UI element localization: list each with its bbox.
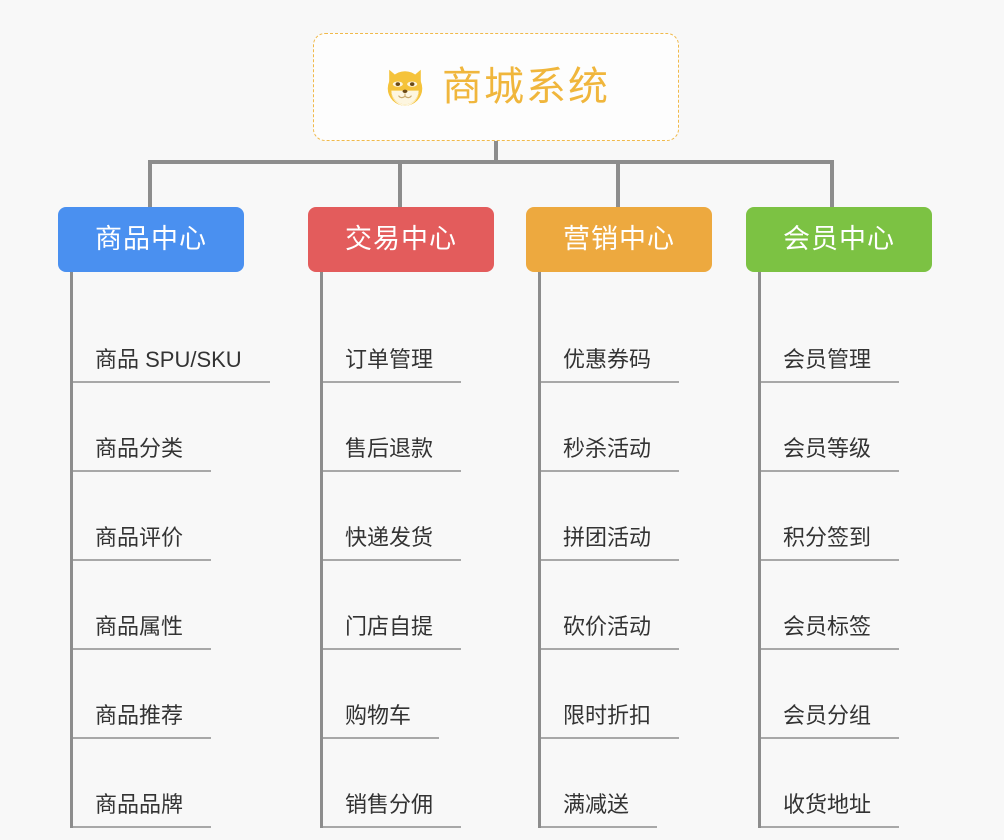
list-item[interactable]: 订单管理 <box>323 294 538 383</box>
leaf-label: 砍价活动 <box>541 614 680 650</box>
category-node-member-center[interactable]: 会员中心 <box>746 207 932 272</box>
leaf-label: 商品推荐 <box>73 703 212 739</box>
connector-root-stem <box>494 141 498 163</box>
leaf-label: 商品 SPU/SKU <box>73 347 270 383</box>
leaf-label: 收货地址 <box>761 792 900 828</box>
leaf-label: 门店自提 <box>323 614 462 650</box>
leaf-label: 积分签到 <box>761 525 900 561</box>
list-item[interactable]: 秒杀活动 <box>541 383 756 472</box>
list-item[interactable]: 销售分佣 <box>323 739 538 828</box>
leaf-label: 会员等级 <box>761 436 900 472</box>
category-label: 会员中心 <box>783 224 895 254</box>
category-node-trade-center[interactable]: 交易中心 <box>308 207 494 272</box>
leaf-label: 销售分佣 <box>323 792 462 828</box>
leaf-label: 满减送 <box>541 792 658 828</box>
category-node-product-center[interactable]: 商品中心 <box>58 207 244 272</box>
connector-drop-marketing-center <box>616 160 620 208</box>
leaf-list-marketing-center: 优惠券码 秒杀活动 拼团活动 砍价活动 限时折扣 满减送 <box>538 272 756 828</box>
leaf-label: 优惠券码 <box>541 347 680 383</box>
branch-product-center: 商品中心 商品 SPU/SKU 商品分类 商品评价 商品属性 商品推荐 商品品牌 <box>58 207 288 828</box>
leaf-label: 拼团活动 <box>541 525 680 561</box>
leaf-label: 商品属性 <box>73 614 212 650</box>
list-item[interactable]: 砍价活动 <box>541 561 756 650</box>
root-node[interactable]: 商城系统 <box>313 33 679 141</box>
list-item[interactable]: 会员管理 <box>761 294 976 383</box>
branch-marketing-center: 营销中心 优惠券码 秒杀活动 拼团活动 砍价活动 限时折扣 满减送 <box>526 207 756 828</box>
leaf-label: 会员分组 <box>761 703 900 739</box>
category-label: 商品中心 <box>95 224 207 254</box>
connector-drop-trade-center <box>398 160 402 208</box>
list-item[interactable]: 会员标签 <box>761 561 976 650</box>
leaf-label: 秒杀活动 <box>541 436 680 472</box>
root-title: 商城系统 <box>442 65 610 109</box>
leaf-label: 商品品牌 <box>73 792 212 828</box>
list-item[interactable]: 收货地址 <box>761 739 976 828</box>
category-label: 交易中心 <box>345 224 457 254</box>
category-label: 营销中心 <box>563 224 675 254</box>
leaf-label: 售后退款 <box>323 436 462 472</box>
list-item[interactable]: 商品分类 <box>73 383 288 472</box>
list-item[interactable]: 满减送 <box>541 739 756 828</box>
leaf-list-member-center: 会员管理 会员等级 积分签到 会员标签 会员分组 收货地址 <box>758 272 976 828</box>
list-item[interactable]: 商品推荐 <box>73 650 288 739</box>
list-item[interactable]: 商品品牌 <box>73 739 288 828</box>
leaf-list-product-center: 商品 SPU/SKU 商品分类 商品评价 商品属性 商品推荐 商品品牌 <box>70 272 288 828</box>
leaf-label: 会员标签 <box>761 614 900 650</box>
list-item[interactable]: 购物车 <box>323 650 538 739</box>
list-item[interactable]: 会员等级 <box>761 383 976 472</box>
list-item[interactable]: 优惠券码 <box>541 294 756 383</box>
list-item[interactable]: 商品属性 <box>73 561 288 650</box>
category-node-marketing-center[interactable]: 营销中心 <box>526 207 712 272</box>
list-item[interactable]: 拼团活动 <box>541 472 756 561</box>
list-item[interactable]: 售后退款 <box>323 383 538 472</box>
connector-drop-product-center <box>148 160 152 208</box>
shiba-dog-face-icon <box>382 64 428 110</box>
connector-horizontal-bus <box>148 160 834 164</box>
leaf-label: 会员管理 <box>761 347 900 383</box>
list-item[interactable]: 商品 SPU/SKU <box>73 294 288 383</box>
list-item[interactable]: 快递发货 <box>323 472 538 561</box>
leaf-label: 购物车 <box>323 703 440 739</box>
leaf-label: 商品分类 <box>73 436 212 472</box>
branch-member-center: 会员中心 会员管理 会员等级 积分签到 会员标签 会员分组 收货地址 <box>746 207 976 828</box>
leaf-label: 订单管理 <box>323 347 462 383</box>
leaf-label: 商品评价 <box>73 525 212 561</box>
branch-trade-center: 交易中心 订单管理 售后退款 快递发货 门店自提 购物车 销售分佣 <box>308 207 538 828</box>
leaf-list-trade-center: 订单管理 售后退款 快递发货 门店自提 购物车 销售分佣 <box>320 272 538 828</box>
leaf-label: 限时折扣 <box>541 703 680 739</box>
list-item[interactable]: 会员分组 <box>761 650 976 739</box>
list-item[interactable]: 商品评价 <box>73 472 288 561</box>
list-item[interactable]: 限时折扣 <box>541 650 756 739</box>
list-item[interactable]: 积分签到 <box>761 472 976 561</box>
leaf-label: 快递发货 <box>323 525 462 561</box>
list-item[interactable]: 门店自提 <box>323 561 538 650</box>
connector-drop-member-center <box>830 160 834 208</box>
